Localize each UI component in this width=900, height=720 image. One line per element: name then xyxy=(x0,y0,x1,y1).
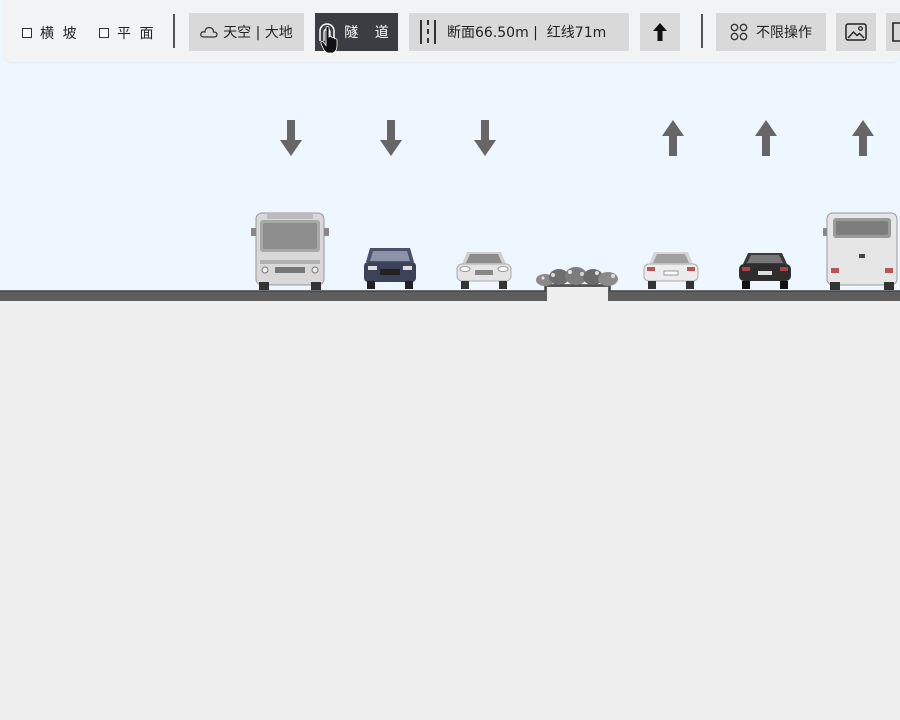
plan-checkbox[interactable]: 平 面 xyxy=(99,24,155,42)
section-width-button[interactable]: 断面66.50m | 红线71m xyxy=(409,13,629,51)
toolbar: 横 坡 平 面 天空 | 大地 隧 道 断面66.50m | 红线71m xyxy=(4,0,900,62)
toolbar-divider xyxy=(173,14,175,48)
arrow-down-icon xyxy=(474,120,496,156)
road-cross-section xyxy=(0,284,900,301)
operation-mode-button[interactable]: 不限操作 xyxy=(716,13,826,51)
cross-slope-checkbox[interactable]: 横 坡 xyxy=(22,24,78,42)
cloud-icon xyxy=(200,26,218,38)
extra-button[interactable] xyxy=(886,13,900,51)
operation-mode-label: 不限操作 xyxy=(756,25,812,41)
arrow-down-icon xyxy=(380,120,402,156)
lane-lines-icon xyxy=(419,20,437,44)
suv-front-icon xyxy=(364,248,416,289)
arrow-up-icon xyxy=(662,120,684,156)
bus-rear-icon xyxy=(823,212,898,290)
direction-button[interactable] xyxy=(640,13,680,51)
median-shrubs-icon xyxy=(536,267,618,286)
checkbox-box[interactable] xyxy=(99,28,109,38)
arrow-up-icon xyxy=(852,120,874,156)
sedan-rear-dark-icon xyxy=(739,253,791,289)
image-icon xyxy=(845,23,867,41)
section-width-label: 断面66.50m | 红线71m xyxy=(447,25,607,41)
hand-cursor-icon xyxy=(320,26,338,54)
sedan-front-icon xyxy=(456,252,512,289)
sky-ground-button[interactable]: 天空 | 大地 xyxy=(189,13,304,51)
arrow-up-icon xyxy=(653,23,667,41)
panel-icon xyxy=(891,22,900,42)
bus-front-icon xyxy=(251,212,329,290)
cross-slope-label: 横 坡 xyxy=(40,26,79,42)
tunnel-button[interactable]: 隧 道 xyxy=(315,13,398,51)
checkbox-box[interactable] xyxy=(22,28,32,38)
tunnel-label: 隧 道 xyxy=(344,25,395,41)
plan-label: 平 面 xyxy=(117,26,156,42)
toolbar-divider xyxy=(701,14,703,48)
image-button[interactable] xyxy=(836,13,876,51)
arrow-down-icon xyxy=(280,120,302,156)
arrow-up-icon xyxy=(755,120,777,156)
sky-ground-label: 天空 | 大地 xyxy=(223,25,293,41)
grid-circles-icon xyxy=(730,23,748,41)
sedan-rear-icon xyxy=(643,252,699,289)
